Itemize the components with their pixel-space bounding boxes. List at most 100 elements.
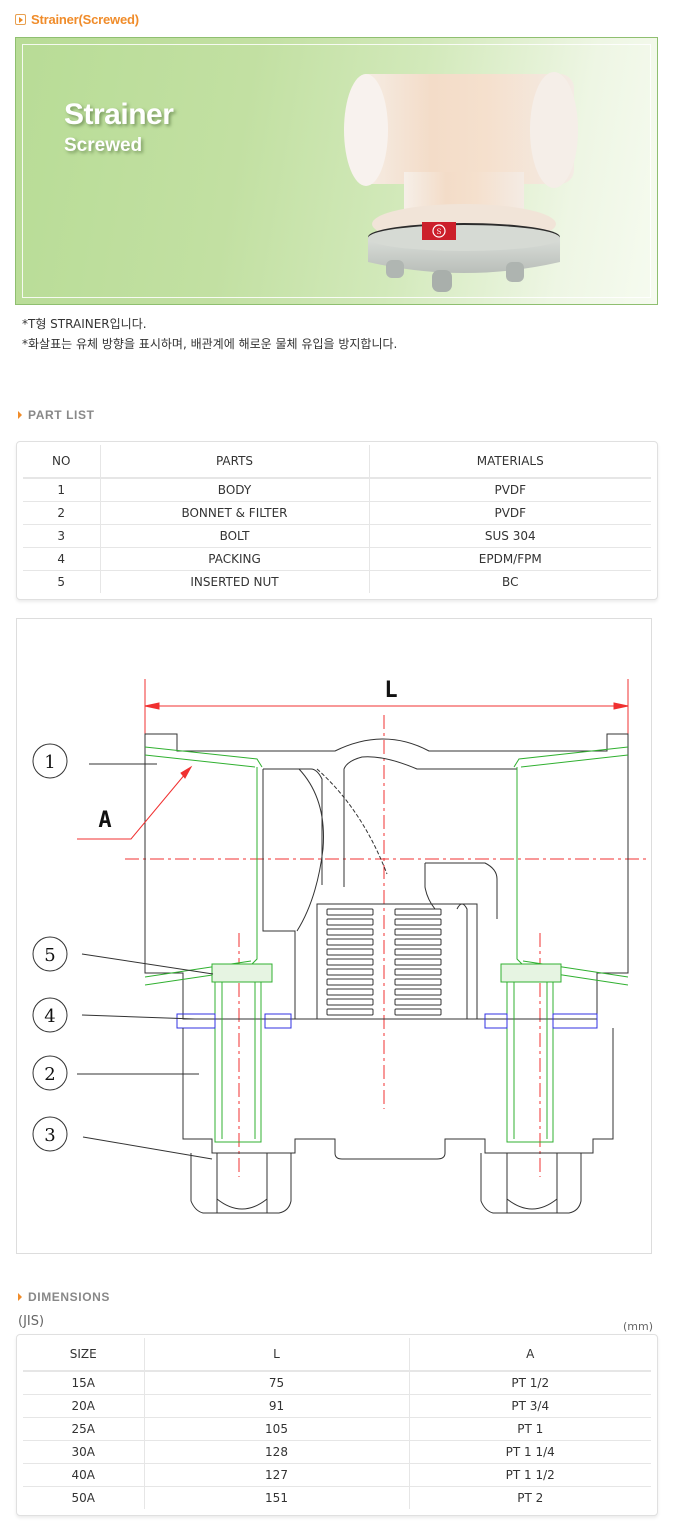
filter-slot: [394, 948, 442, 956]
filter-slot: [394, 958, 442, 966]
table-row: 30A 128 PT 1 1/4: [23, 1440, 651, 1464]
filter-slot: [394, 1008, 442, 1016]
thread-cell: PT 1: [408, 1417, 651, 1441]
size-cell: 40A: [23, 1463, 144, 1487]
technical-drawing: L: [16, 618, 652, 1254]
filter-slot: [394, 968, 442, 976]
table-row: 1 BODY PVDF: [23, 478, 651, 502]
dimension-L-label: L: [384, 678, 397, 703]
part-list-heading: PART LIST: [18, 408, 95, 422]
filter-slot: [326, 1008, 374, 1016]
size-cell: 30A: [23, 1440, 144, 1464]
cross-section-svg: L: [32, 678, 647, 1214]
callout-1: 1: [32, 743, 68, 779]
bullet-arrow-icon: [18, 411, 22, 419]
thread-cell: PT 2: [408, 1486, 651, 1509]
table-row: 25A 105 PT 1: [23, 1417, 651, 1441]
filter-slot: [394, 908, 442, 916]
filter-slot: [394, 938, 442, 946]
filter-slots: [326, 908, 442, 1016]
filter-slot: [326, 908, 374, 916]
part-no: 2: [23, 501, 100, 525]
part-name: BONNET & FILTER: [99, 501, 369, 525]
column-header: L: [143, 1338, 409, 1372]
column-header: PARTS: [99, 445, 369, 479]
length-cell: 105: [143, 1417, 409, 1441]
svg-text:2: 2: [44, 1064, 55, 1085]
thread-cell: PT 3/4: [408, 1394, 651, 1418]
dimensions-heading: DIMENSIONS: [18, 1290, 110, 1304]
filter-slot: [394, 928, 442, 936]
table-header-row: SIZE L A: [23, 1338, 651, 1372]
page-title-text: Strainer(Screwed): [31, 11, 139, 27]
table-row: 2 BONNET & FILTER PVDF: [23, 501, 651, 525]
hero-title: Strainer: [64, 98, 174, 131]
table-row: 15A 75 PT 1/2: [23, 1371, 651, 1395]
svg-text:1: 1: [44, 752, 55, 773]
size-cell: 20A: [23, 1394, 144, 1418]
filter-slot: [394, 998, 442, 1006]
centerlines: [125, 715, 647, 1177]
column-header: SIZE: [23, 1338, 144, 1372]
leader-lines: [77, 763, 214, 1160]
column-header: NO: [23, 445, 100, 479]
hero-frame: [22, 44, 651, 298]
product-photo: S: [344, 72, 578, 292]
part-name: BOLT: [99, 524, 369, 548]
filter-slot: [326, 958, 374, 966]
filter-slot: [326, 968, 374, 976]
callout-5: 5: [32, 936, 68, 972]
part-no: 1: [23, 478, 100, 502]
bonnet-outline: [182, 1028, 614, 1214]
dimensions-table: SIZE L A 15A 75 PT 1/2 20A 91 PT 3/4 25A…: [16, 1334, 658, 1516]
bullet-arrow-icon: [18, 1293, 22, 1301]
note-line: *화살표는 유체 방향을 표시하며, 배관계에 해로운 물체 유입을 방지합니다…: [22, 337, 398, 351]
part-name: BODY: [99, 478, 369, 502]
svg-text:4: 4: [44, 1006, 55, 1027]
thread-cell: PT 1 1/2: [408, 1463, 651, 1487]
filter-slot: [326, 928, 374, 936]
svg-text:3: 3: [44, 1125, 55, 1146]
svg-text:S: S: [437, 228, 442, 236]
product-notes: *T형 STRAINER입니다. *화살표는 유체 방향을 표시하며, 배관계에…: [22, 314, 397, 354]
unit-label: (mm): [622, 1320, 653, 1333]
logo-badge: S: [422, 222, 456, 240]
table-row: 4 PACKING EPDM/FPM: [23, 547, 651, 571]
part-material: PVDF: [368, 501, 651, 525]
filter-slot: [326, 948, 374, 956]
callout-3: 3: [32, 1116, 68, 1152]
packing-lines: [176, 1013, 598, 1029]
part-material: EPDM/FPM: [368, 547, 651, 571]
length-cell: 91: [143, 1394, 409, 1418]
dimension-L: [144, 679, 629, 734]
note-line: *T형 STRAINER입니다.: [22, 317, 147, 331]
table-row: 40A 127 PT 1 1/2: [23, 1463, 651, 1487]
column-header: A: [408, 1338, 651, 1372]
part-name: INSERTED NUT: [99, 570, 369, 593]
filter-slot: [326, 998, 374, 1006]
part-material: BC: [368, 570, 651, 593]
column-header: MATERIALS: [368, 445, 651, 479]
body-outline: [144, 733, 629, 1020]
thread-cell: PT 1 1/4: [408, 1440, 651, 1464]
leader-A: [77, 765, 193, 840]
play-box-icon: [15, 13, 26, 25]
callout-2: 2: [32, 1055, 68, 1091]
part-material: PVDF: [368, 478, 651, 502]
thread-cell: PT 1/2: [408, 1371, 651, 1395]
size-cell: 25A: [23, 1417, 144, 1441]
bolt-heads: [386, 260, 524, 292]
size-cell: 50A: [71, 1490, 95, 1505]
table-row: 3 BOLT SUS 304: [23, 524, 651, 548]
callout-4: 4: [32, 997, 68, 1033]
filter-slot: [326, 938, 374, 946]
standard-label: (JIS): [18, 1314, 45, 1329]
table-row: 5 INSERTED NUT BC: [23, 570, 651, 593]
table-header-row: NO PARTS MATERIALS: [23, 445, 651, 479]
filter-slot: [326, 918, 374, 926]
part-no: 3: [23, 524, 100, 548]
strainer-body: [344, 72, 578, 273]
filter-slot: [394, 978, 442, 986]
filter-slot: [326, 988, 374, 996]
table-row: 20A 91 PT 3/4: [23, 1394, 651, 1418]
